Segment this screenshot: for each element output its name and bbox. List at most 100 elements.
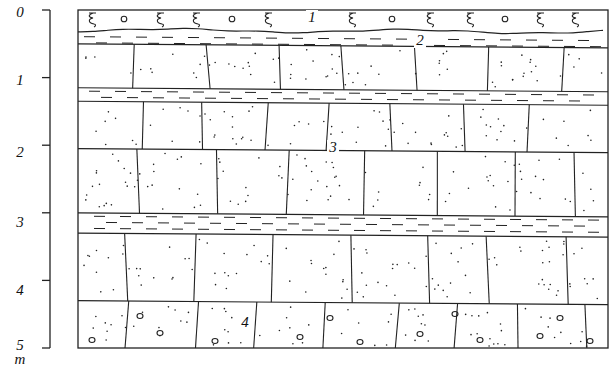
sand-dot (147, 186, 149, 188)
sand-dot (104, 322, 106, 324)
sand-dot (445, 201, 447, 203)
sand-dot (96, 271, 98, 273)
sand-dot (232, 126, 234, 128)
soil-symbol (157, 13, 164, 27)
clay-dash (101, 97, 112, 98)
sand-dot (259, 335, 261, 337)
sand-dot (438, 63, 440, 65)
clay-dash (552, 40, 563, 41)
sand-dot (540, 316, 542, 318)
clay-dash (219, 92, 230, 93)
clay-dash (562, 219, 573, 220)
sand-dot (497, 343, 499, 345)
sand-dot (292, 178, 294, 180)
clay-dash (94, 216, 105, 217)
axis-tick (42, 145, 50, 146)
sand-dot (342, 281, 344, 283)
sand-dot (487, 312, 489, 314)
sand-dot (162, 208, 164, 210)
sand-dot (362, 296, 364, 298)
sand-dot (549, 317, 551, 319)
pebble-symbol (137, 314, 143, 319)
sand-dot (218, 158, 220, 160)
sand-dot (123, 245, 125, 247)
clay-dash (146, 228, 157, 229)
sand-dot (215, 284, 217, 286)
pebble-symbol (297, 335, 303, 340)
layers (78, 13, 608, 348)
pebble-symbol (157, 331, 163, 336)
joint-line (137, 149, 140, 213)
clay-dash (496, 225, 507, 226)
sand-dot (194, 207, 196, 209)
sand-dot (446, 51, 448, 53)
sand-dot (569, 201, 571, 203)
sand-dot (200, 204, 202, 206)
sand-dot (547, 326, 549, 328)
sand-dot (447, 68, 449, 70)
sand-dot (342, 279, 344, 281)
clay-dash (448, 39, 459, 40)
sand-dot (250, 140, 252, 142)
clay-dash (536, 219, 547, 220)
sand-dot (180, 320, 182, 322)
clay-dash (162, 37, 173, 38)
sand-dot (365, 249, 367, 251)
sand-dot (373, 110, 375, 112)
clay-dash (245, 92, 256, 93)
joint-line (414, 46, 417, 90)
sand-dot (151, 184, 153, 186)
sand-dot (278, 57, 280, 59)
joint-line (195, 302, 198, 348)
clay-dash (302, 230, 313, 231)
sand-dot (593, 200, 595, 202)
sand-dot (549, 284, 551, 286)
sand-dot (563, 120, 565, 122)
sand-dot (308, 123, 310, 125)
sand-dot (325, 267, 327, 269)
sand-dot (330, 133, 332, 135)
clay-dash (413, 99, 424, 100)
sand-dot (224, 272, 226, 274)
sand-dot (341, 297, 343, 299)
sand-dot (548, 289, 550, 291)
joint-line (194, 234, 196, 302)
clay-dash (210, 223, 221, 224)
sand-dot (543, 119, 545, 121)
sand-dot (493, 185, 495, 187)
joint-line (133, 44, 135, 88)
clay-dash (266, 38, 277, 39)
sand-dot (584, 278, 586, 280)
sand-dot (503, 125, 505, 127)
sand-dot (378, 191, 380, 193)
sand-dot (217, 178, 219, 180)
clay-dash (115, 91, 126, 92)
clay-dash (517, 100, 528, 101)
clay-dash (510, 231, 521, 232)
sand-dot (113, 289, 115, 291)
clay-dash (510, 219, 521, 220)
sand-dot (570, 343, 572, 345)
sand-dot (488, 259, 490, 261)
sand-dot (171, 140, 173, 142)
bed-boundary (78, 88, 608, 92)
sand-dot (512, 79, 514, 81)
sand-dot (482, 109, 484, 111)
sand-dot (531, 71, 533, 73)
sand-dot (254, 53, 256, 55)
sand-dot (153, 277, 155, 279)
pebble-symbol (229, 16, 235, 22)
sand-dot (590, 110, 592, 112)
sand-dot (305, 291, 307, 293)
sand-dot (457, 261, 459, 263)
clay-dash (172, 216, 183, 217)
sand-dot (214, 273, 216, 275)
clay-dash (361, 99, 372, 100)
sand-dot (374, 345, 376, 347)
joint-line (486, 236, 489, 304)
clay-dash (406, 218, 417, 219)
sand-dot (118, 160, 120, 162)
clay-dash (588, 232, 599, 233)
sand-dot (542, 262, 544, 264)
sand-dot (191, 269, 193, 271)
